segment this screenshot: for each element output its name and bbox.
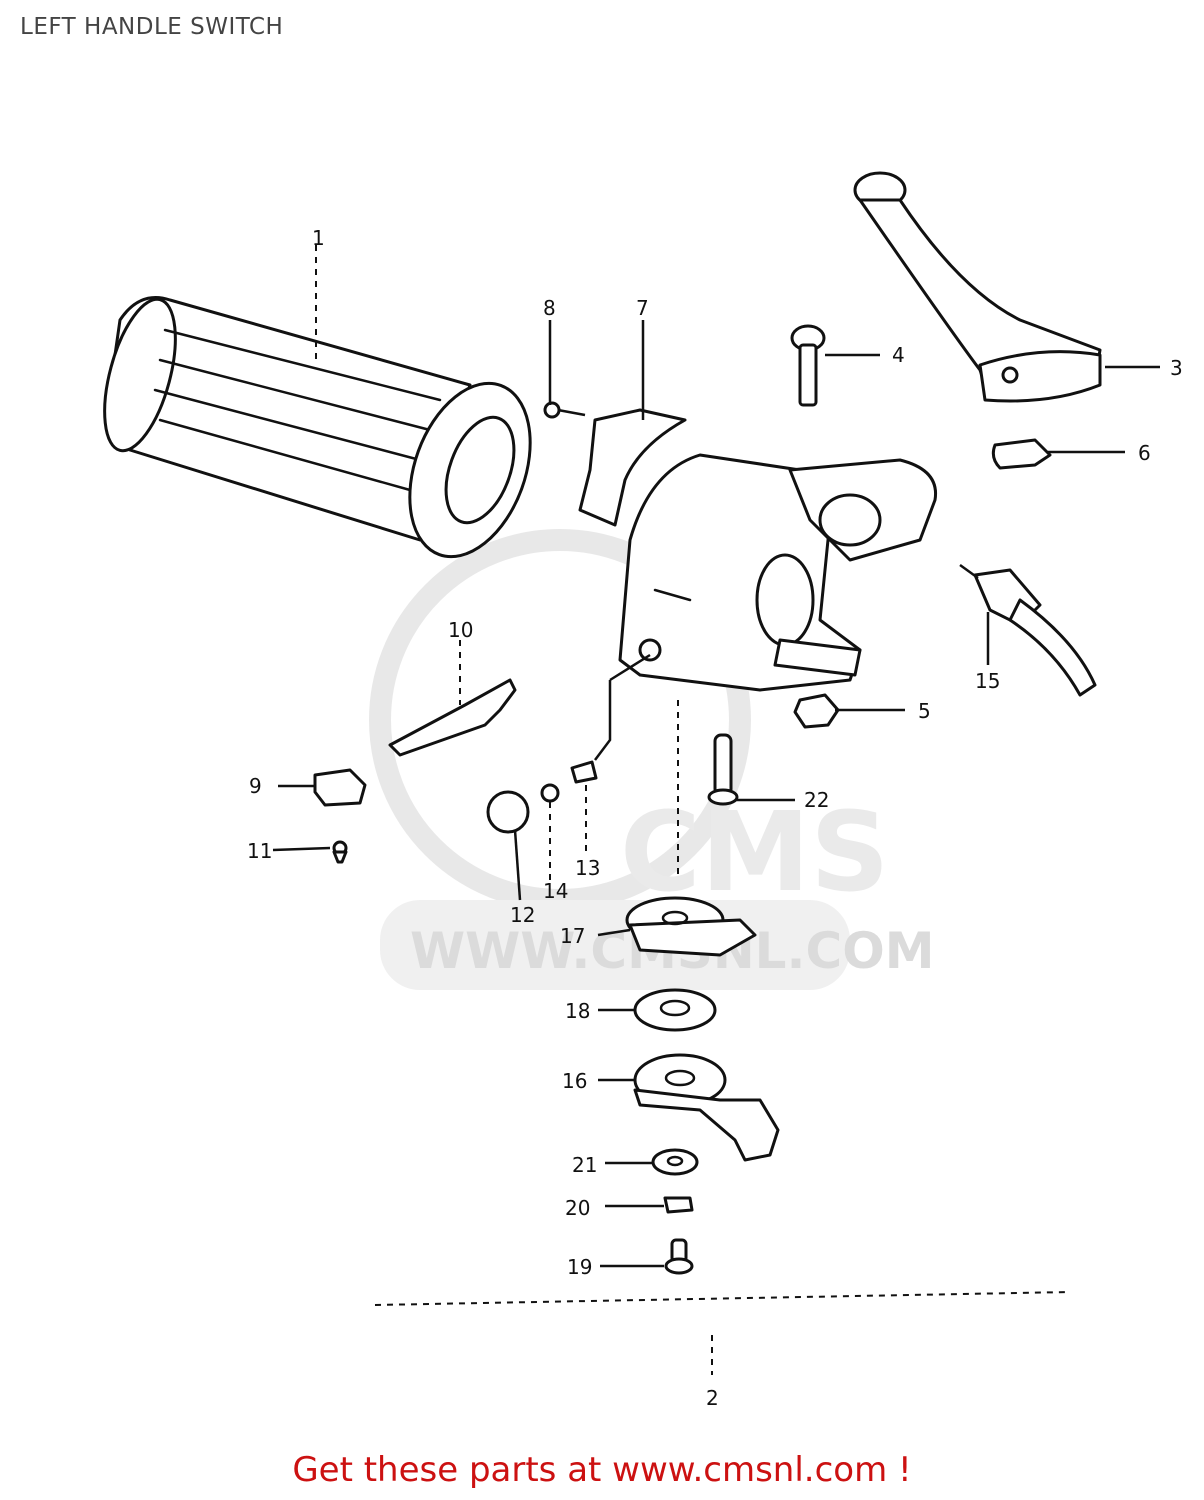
callout-14: 14 — [543, 879, 568, 903]
callout-6: 6 — [1138, 441, 1151, 465]
part-16-lower-housing[interactable] — [633, 1053, 780, 1162]
callout-11: 11 — [247, 839, 272, 863]
switch-housing[interactable] — [618, 453, 938, 692]
callout-22: 22 — [804, 788, 829, 812]
part-6-bracket[interactable] — [991, 438, 1052, 470]
callout-1: 1 — [312, 226, 325, 250]
callout-19: 19 — [567, 1255, 592, 1279]
part-1-grip[interactable] — [91, 292, 553, 573]
part-14-ball[interactable] — [540, 783, 560, 803]
part-9-knob[interactable] — [313, 768, 367, 807]
part-20-lockwasher[interactable] — [663, 1196, 694, 1214]
callout-labels: 1 2 3 4 5 6 7 8 9 10 11 12 13 14 15 16 1… — [247, 226, 1183, 1410]
callout-3: 3 — [1170, 356, 1183, 380]
callout-12: 12 — [510, 903, 535, 927]
part-18-washer[interactable] — [633, 988, 717, 1032]
callout-2: 2 — [706, 1386, 719, 1410]
part-7-clamp[interactable] — [578, 408, 687, 527]
callout-10: 10 — [448, 618, 473, 642]
callout-20: 20 — [565, 1196, 590, 1220]
part-4-bolt[interactable] — [790, 324, 826, 407]
part-22-pin[interactable] — [707, 733, 739, 806]
part-13-spring[interactable] — [570, 760, 598, 784]
callout-18: 18 — [565, 999, 590, 1023]
part-12-button[interactable] — [486, 790, 530, 834]
callout-8: 8 — [543, 296, 556, 320]
part-17-base[interactable] — [625, 896, 757, 957]
part-21-washer[interactable] — [651, 1148, 699, 1176]
callout-17: 17 — [560, 924, 585, 948]
callout-15: 15 — [975, 669, 1000, 693]
parts-diagram: CMS WWW.CMSNL.COM — [91, 171, 1183, 1410]
part-8-screw[interactable] — [543, 401, 586, 419]
part-5-nut[interactable] — [793, 693, 840, 729]
callout-13: 13 — [575, 856, 600, 880]
part-19-screw[interactable] — [664, 1238, 694, 1275]
callout-16: 16 — [562, 1069, 587, 1093]
part-3-lever[interactable] — [853, 171, 1102, 403]
callout-9: 9 — [249, 774, 262, 798]
leader-lines — [272, 245, 1160, 1375]
callout-5: 5 — [918, 699, 931, 723]
callout-21: 21 — [572, 1153, 597, 1177]
part-11-screw[interactable] — [332, 840, 348, 864]
part-10-plate[interactable] — [388, 678, 517, 757]
callout-7: 7 — [636, 296, 649, 320]
parts-shop-link[interactable]: Get these parts at www.cmsnl.com ! — [292, 1450, 912, 1490]
part-15-cable[interactable] — [959, 563, 1097, 697]
watermark-brand: CMS — [620, 788, 889, 916]
callout-4: 4 — [892, 343, 905, 367]
page-title: LEFT HANDLE SWITCH — [20, 14, 284, 40]
